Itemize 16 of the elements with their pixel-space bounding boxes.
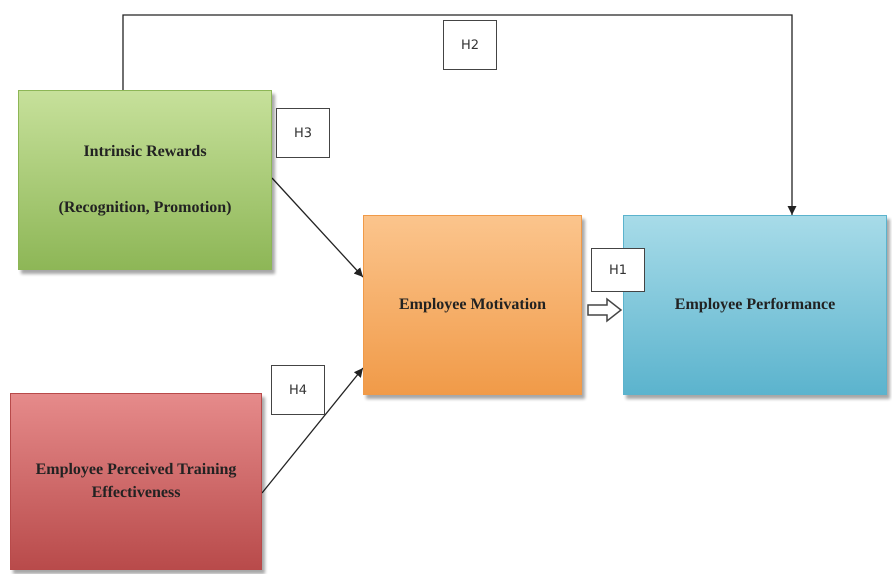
arrow (122, 14, 796, 215)
concept-title: Employee Perceived Training Effectiveness (34, 460, 238, 502)
hypothesis-label: H1 (591, 248, 645, 292)
block-arrow (587, 297, 622, 323)
concept-title: Employee Performance (674, 294, 836, 315)
concept-title: Intrinsic Rewards (83, 142, 207, 162)
concept-box (18, 90, 272, 270)
hypothesis-label: H2 (443, 20, 497, 70)
concept-title: Employee Motivation (398, 294, 546, 315)
arrow (272, 178, 364, 278)
arrow (262, 368, 364, 494)
concept-box (10, 393, 262, 570)
hypothesis-label: H4 (271, 365, 325, 415)
concept-subtitle: (Recognition, Promotion) (58, 198, 232, 218)
hypothesis-label: H3 (276, 108, 330, 158)
concept-box (363, 215, 582, 395)
